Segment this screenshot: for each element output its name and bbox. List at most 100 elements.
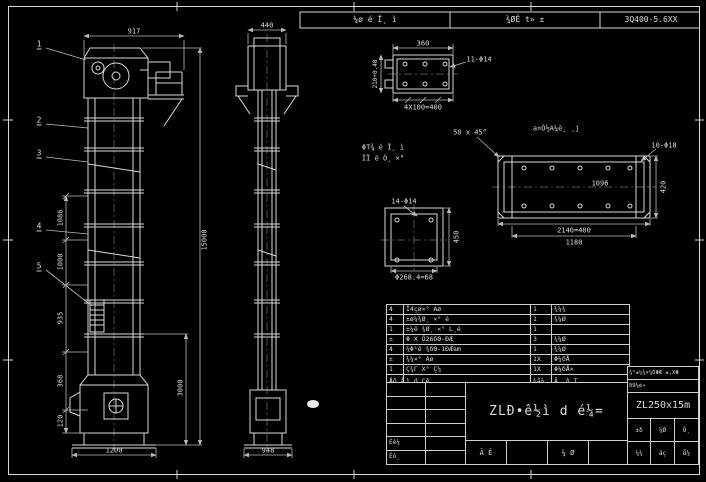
dim-label: 4X100=400 [404,103,442,112]
bom-cell: 4 [389,315,393,323]
titleblock-cell: ¼¾ [628,442,652,465]
dim-label: 3000 [176,379,185,397]
front-view [69,47,184,449]
titleblock-bottom-cell: Ã Ê [466,441,507,465]
titleblock-cell: Ö¸ [674,419,698,442]
dim-label: 1000 [56,253,65,271]
bom-cell: Φ¼δÅ× [551,365,629,374]
titleblock-cell [387,410,426,424]
bom-cell: 1 [389,365,393,373]
balloon-5: 5 [36,261,42,272]
strip-cell-1: ¼ø é Ï¸ ì [353,15,397,24]
titleblock-cell [387,396,426,410]
bom-cell: 1X [530,365,551,374]
dim-label: 935 [56,311,65,325]
detail-note: ΦΤ¾ é Ï¸ ì [361,143,405,152]
bom-cell: Ç¾Γ X° Ç¼ [403,365,530,374]
titleblock-cell [426,437,465,451]
titleblock-cell [426,397,465,410]
channel-detail [384,54,454,94]
motor-shaft [91,61,105,75]
titleblock-cell [426,451,465,465]
titleblock-cell [387,423,426,437]
break-lines [87,163,141,259]
bom-cell: 1 [530,305,551,314]
detail-note: ÏÏ é Ò¸ ×° [361,154,405,163]
titleblock-cell: Éó¸ [387,450,426,464]
dim-label: 420 [659,180,668,194]
flange-detail [384,207,444,267]
leaders [45,47,657,307]
centerlines [113,34,656,455]
bom-cell: 1 [530,315,551,324]
titleblock-cell: Éè¼ [387,437,426,451]
bom-cell: ¾¼Ø [551,335,629,344]
balloon-1: 1 [36,39,42,50]
bom-cell: ¾¼¾ [551,305,629,314]
titleblock-cell [426,424,465,437]
bom-cell: ¼Φ¹é ¾δΘ-1ÐÆam [403,345,530,354]
dim-label: 450 [452,230,461,244]
bom-cell: 1 [530,345,551,354]
bom-cell [551,325,629,334]
dim-label: 210+0.40 [372,59,379,89]
bom-cell: 1X [530,355,551,364]
bom-cell: ± [389,335,393,343]
top-title-strip [299,11,700,29]
dim-label: 14-Φ14 [391,197,417,206]
section-mark [307,400,319,408]
dimensions [62,27,659,458]
titleblock-cell: ±δ [628,419,652,442]
titleblock-bottom-cell [589,441,627,465]
dim-label: 1180 [565,238,583,247]
detail-note: a¤Ò½A¼è¸ ¸j [532,124,580,133]
dim-label: 120 [56,414,65,428]
bom-header-cell: ì d Çê [403,375,530,388]
casing-flanges [84,117,144,338]
drawing-frame [3,2,704,479]
boot-section [69,374,156,449]
bom-cell: ±ø¼¾Ø¸ ×° é [403,315,530,324]
dim-label: Φ268.4=68 [395,273,433,282]
bom-cell: ¾¼×° Aø [403,355,530,364]
bom-header-cell: Åõ Ã [389,377,403,385]
side-view [235,37,299,449]
bom-cell: ± [389,355,393,363]
bom-cell: 1 [389,325,393,333]
bom-cell: ¾¼Ø [551,315,629,324]
dim-label: 15000 [200,229,209,251]
dim-label: 1086 [56,209,65,227]
ladder [89,299,105,333]
takeup-pulley [108,398,124,414]
balloon-2: 2 [36,115,42,126]
titleblock-cell [387,383,426,397]
bom-cell: 1 [530,325,551,334]
dim-label: 948 [261,446,275,455]
dim-label: 10-Φ18 [651,141,677,150]
plate-detail [497,155,651,219]
dim-label: 2140=400 [557,226,591,235]
dim-label: 368 [56,374,65,388]
bom-cell: Φ¼δÅ [551,355,629,364]
drive-pulley [102,62,130,90]
strip-drawing-number: 3Q400-5.6XX [624,15,678,24]
strip-cell-2: ¾ØÊ t» ± [505,15,545,24]
titleblock-note: ¾°±¼¾×¼ÒΦÆ ±,XΦ [628,367,698,380]
bom-cell: Ï4çø×° Aø [403,305,530,314]
balloon-3: 3 [36,148,42,159]
dim-label: 1200 [105,446,123,455]
titleblock-cell [426,410,465,424]
bom-header-cell: Ã¸ Δ T [551,375,629,388]
bom-cell: 4 [389,305,393,313]
